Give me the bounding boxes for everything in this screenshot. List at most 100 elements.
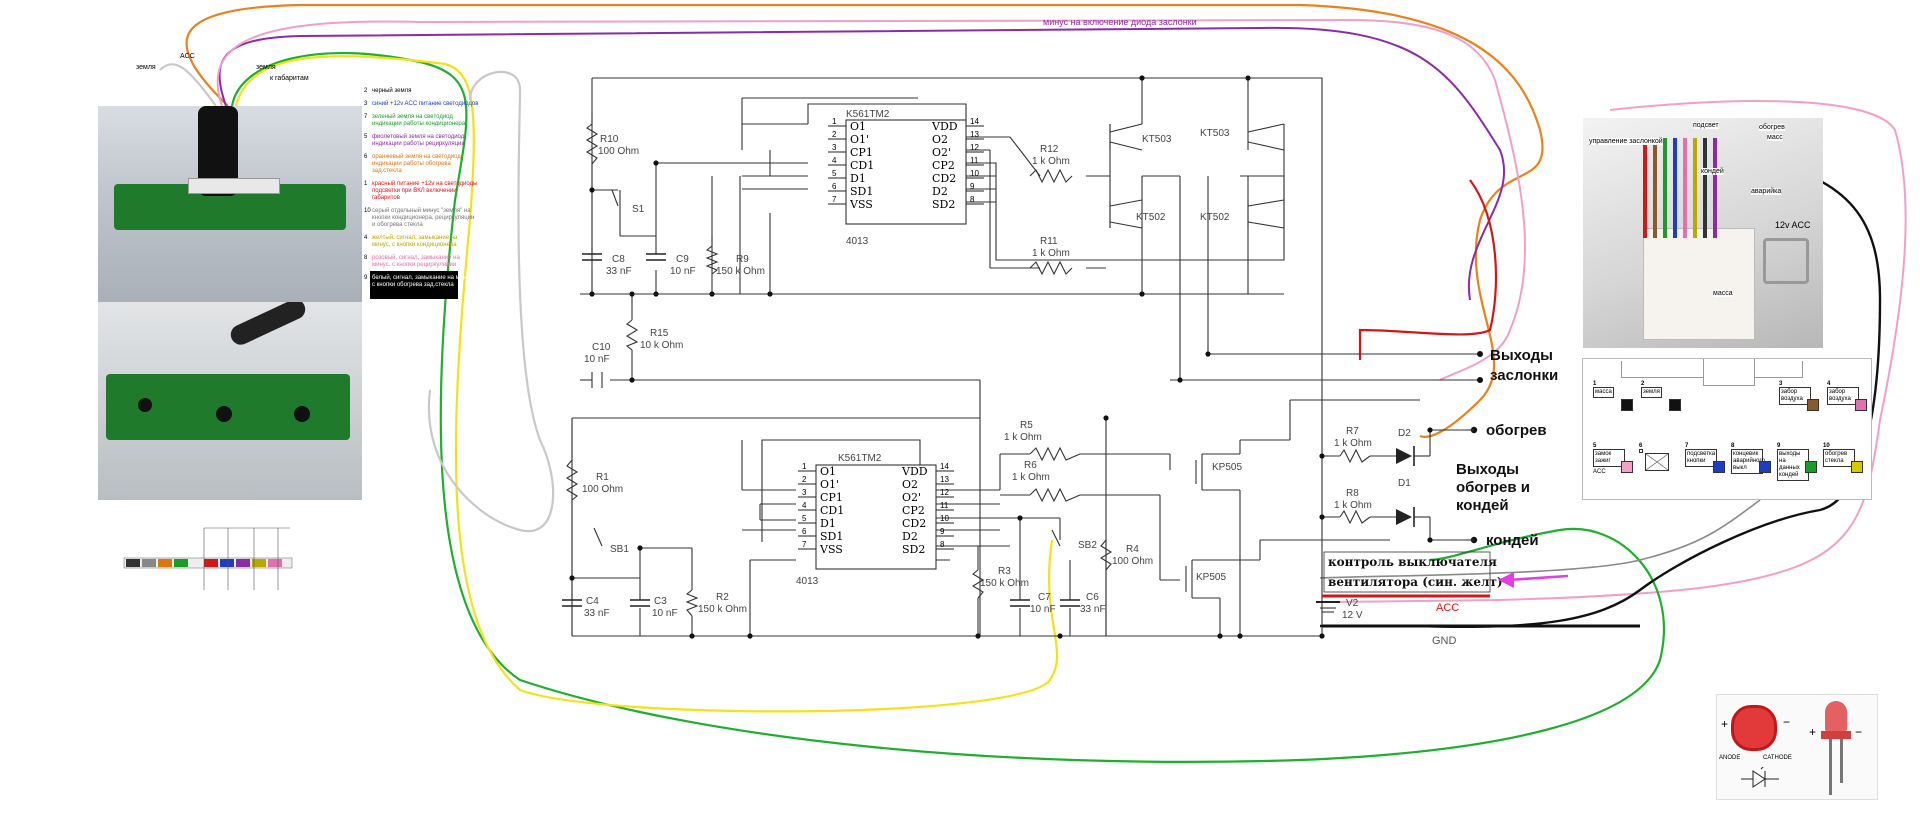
- ic-pin-name: O2: [902, 478, 918, 491]
- switch-sb2: [1051, 529, 1061, 547]
- ic-pin-number: 7: [802, 540, 807, 549]
- legend-number: 7: [364, 114, 368, 120]
- conn-label-1: управление заслонкой: [1589, 138, 1663, 145]
- pinout-number: 5: [1593, 443, 1597, 449]
- pcb-photo-bottom: [98, 302, 362, 500]
- legend-number: 10: [364, 208, 371, 214]
- ic-pin-number: 8: [970, 195, 975, 204]
- ic-pin-number: 9: [970, 182, 975, 191]
- ic-pin-number: 14: [940, 462, 949, 471]
- ic-pin-name: VSS: [849, 198, 873, 211]
- flap-output-label-2: заслонки: [1490, 367, 1558, 384]
- dimmer-label: к габаритам: [270, 74, 309, 82]
- ic-pin-name: VDD: [901, 465, 928, 478]
- ic1-part-label: K561TM2: [846, 109, 890, 120]
- pinout-number: 6: [1639, 443, 1643, 449]
- ic-pin-name: SD2: [932, 198, 955, 211]
- ground-label: земля: [136, 64, 156, 71]
- connector-strip: [123, 527, 293, 590]
- pinout-color-swatch: [1851, 461, 1863, 473]
- resistor-r9: [705, 245, 719, 275]
- pinout-label: земля: [1641, 387, 1662, 398]
- ic1-name-label: 4013: [846, 236, 869, 247]
- pinout-color-swatch: [1669, 399, 1681, 411]
- ic-pin-number: 3: [832, 143, 837, 152]
- ic-pin-number: 3: [802, 488, 807, 497]
- pink-wire: [216, 18, 1907, 603]
- ic-pin-name: SD1: [850, 185, 873, 198]
- conn-label-8: аварийка: [1751, 188, 1782, 195]
- ic-pin-name: CD1: [820, 504, 844, 517]
- legend-number: 6: [364, 154, 368, 160]
- legend-white-bg: [370, 271, 458, 299]
- group-label-2: обогрев и: [1456, 479, 1530, 496]
- led-reference-card: + − ANODE CATHODE + −: [1716, 694, 1878, 800]
- ic-pin-number: 1: [802, 462, 807, 471]
- ic-pin-number: 8: [940, 540, 945, 549]
- terminal-flap-2: [1477, 377, 1483, 383]
- conn-label-3: кондей: [1701, 168, 1724, 175]
- transistor-kt503-1: [1109, 123, 1143, 151]
- ic-pin-name: VSS: [819, 543, 843, 556]
- resistor-r15: [625, 319, 639, 351]
- legend-number: 3: [364, 101, 368, 107]
- kt503-1-label: KT503: [1142, 134, 1172, 145]
- pinout-label: обогрев стекла: [1823, 449, 1855, 467]
- ic-pin-name: O1: [820, 465, 836, 478]
- resistor-r11: [1029, 260, 1073, 276]
- legend-number: 8: [364, 255, 368, 261]
- kt502-1-label: KT502: [1136, 212, 1166, 223]
- ic-pin-name: O2': [932, 146, 951, 159]
- ic-pin-name: O1': [850, 133, 869, 146]
- conn-label-7: 12v ACC: [1775, 220, 1811, 230]
- ic-pin-number: 11: [940, 501, 949, 510]
- ic-pin-name: O2: [932, 133, 948, 146]
- ic-pin-name: D2: [932, 185, 948, 198]
- legend-number: 2: [364, 88, 368, 94]
- ic-pin-number: 5: [802, 514, 807, 523]
- legend-entry: черный земля: [372, 87, 411, 94]
- legend-number: 5: [364, 134, 368, 140]
- green-wire: [230, 52, 1666, 763]
- ic-pin-number: 10: [940, 514, 949, 523]
- orange-wire: [185, 3, 1544, 438]
- vdd-rail: [592, 77, 1323, 636]
- ic-pin-number: 5: [832, 169, 837, 178]
- q2-label: KP505: [1196, 572, 1226, 583]
- pinout-cell: 6: [1639, 443, 1681, 483]
- resistor-r8: [1339, 509, 1371, 525]
- switch-s1: [611, 189, 619, 207]
- ic-pin-name: CP2: [902, 504, 925, 517]
- fan-control-box: [1323, 551, 1491, 593]
- ic-pin-number: 6: [832, 182, 837, 191]
- ic-pin-name: CD1: [850, 159, 874, 172]
- ic-pin-number: 2: [832, 130, 837, 139]
- kt502-2-label: KT502: [1200, 212, 1230, 223]
- ic-pin-name: CP1: [820, 491, 843, 504]
- transistor-kt502-2: [1247, 199, 1285, 229]
- conn-label-6: масса: [1713, 290, 1733, 297]
- d1-label: D1: [1398, 478, 1411, 489]
- led-d2: [1396, 446, 1422, 466]
- ic-pin-number: 10: [970, 169, 979, 178]
- ic-pin-name: D1: [850, 172, 866, 185]
